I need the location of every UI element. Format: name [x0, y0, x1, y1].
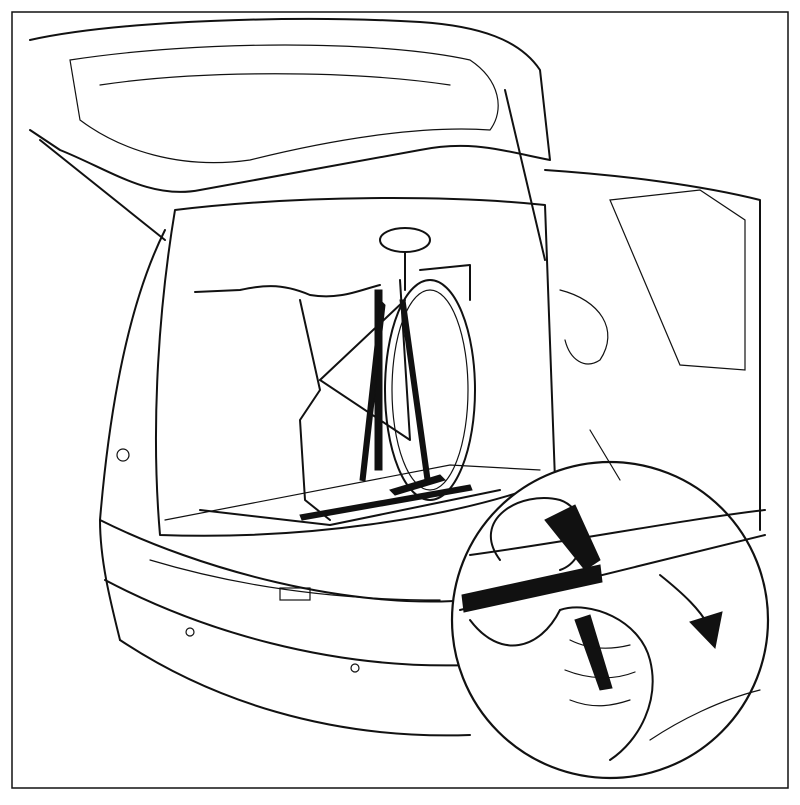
pull-direction-arrow-icon — [659, 574, 723, 650]
strap-detail-inset — [450, 429, 770, 780]
car-body — [29, 18, 761, 737]
frame-border — [11, 11, 789, 789]
bicycle — [194, 227, 476, 521]
